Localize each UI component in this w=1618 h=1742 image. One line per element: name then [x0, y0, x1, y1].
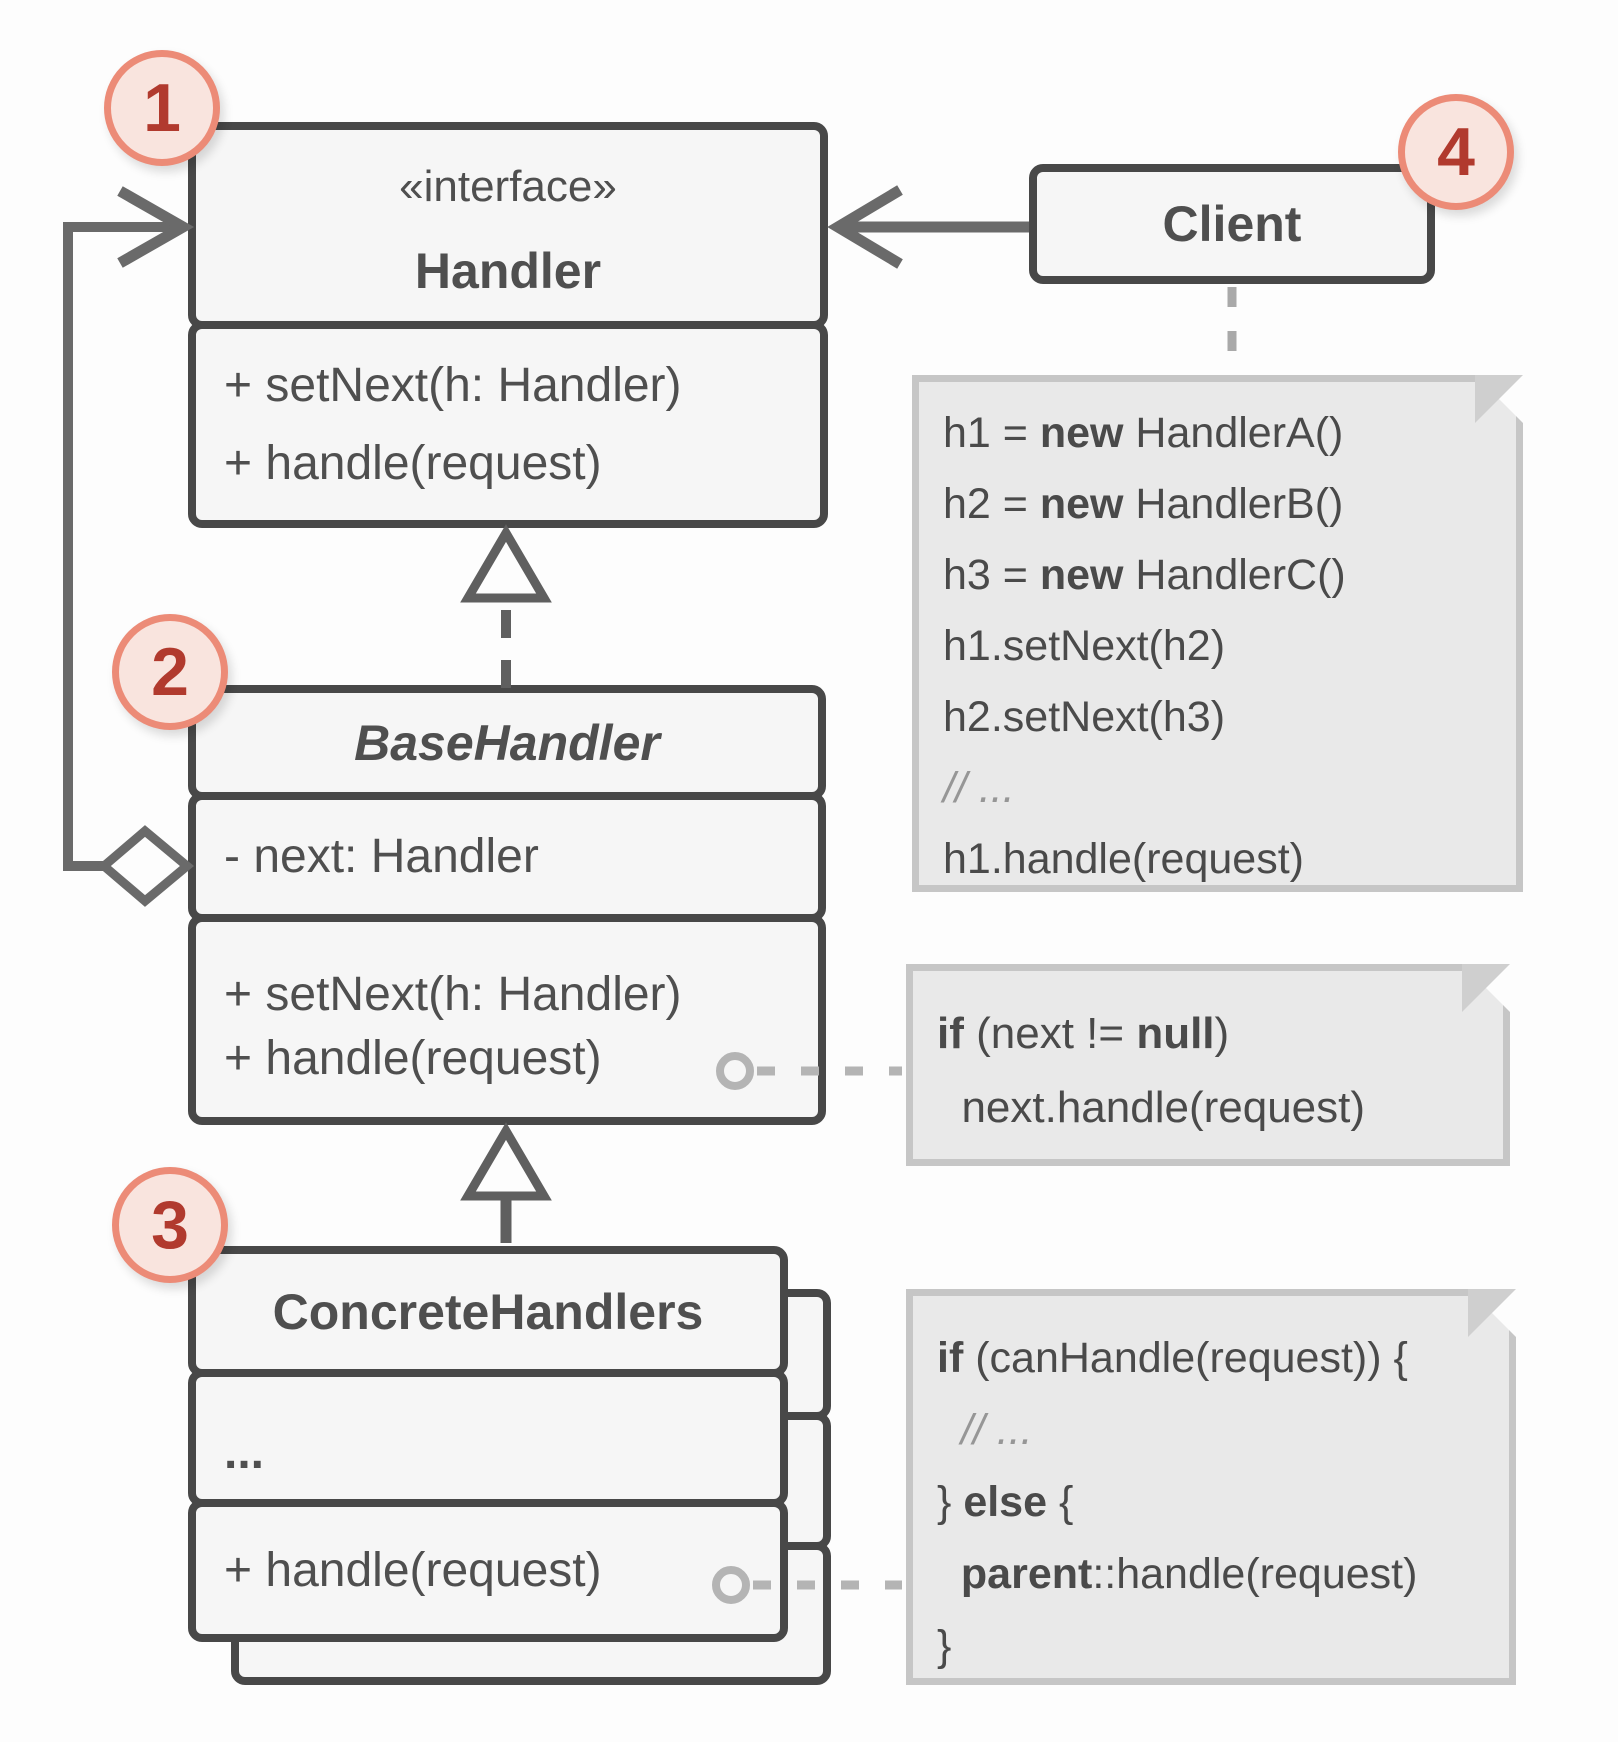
code-line: h2 = new HandlerB() — [943, 480, 1344, 528]
client-title-compartment: Client — [1029, 164, 1435, 284]
class-box-handler: «interface» Handler + setNext(h: Handler… — [188, 122, 828, 528]
aggregation-diamond-icon — [97, 825, 195, 907]
code-line: parent::handle(request) — [960, 1550, 1418, 1598]
class-box-basehandler: BaseHandler - next: Handler + setNext(h:… — [188, 685, 826, 1125]
concretehandlers-methods-compartment: + handle(request) — [188, 1499, 788, 1642]
inheritance-concretehandlers-basehandler — [460, 1122, 552, 1243]
handler-methods-compartment: + setNext(h: Handler) + handle(request) — [188, 321, 828, 528]
open-arrowhead-icon — [827, 185, 903, 269]
step-badge-2: 2 — [112, 614, 228, 730]
client-to-handler-arrow — [827, 185, 1029, 269]
code-line: h1.handle(request) — [943, 835, 1304, 883]
concretehandlers-ellipsis: ... — [224, 1426, 265, 1479]
handler-title-compartment: «interface» Handler — [188, 122, 828, 329]
class-box-concretehandlers: ConcreteHandlers ... + handle(request) — [188, 1246, 788, 1642]
basehandler-title-compartment: BaseHandler — [188, 685, 826, 800]
handler-method-setnext: + setNext(h: Handler) — [224, 358, 682, 412]
code-line: if (canHandle(request)) { — [937, 1334, 1408, 1382]
code-line: if (next != null) — [937, 1009, 1230, 1058]
concretehandlers-method-handle: + handle(request) — [224, 1543, 602, 1597]
basehandler-class-name: BaseHandler — [354, 714, 660, 771]
realization-basehandler-handler — [460, 524, 552, 688]
basehandler-method-handle: + handle(request) — [224, 1031, 602, 1085]
concretehandlers-attributes-compartment: ... — [188, 1369, 788, 1507]
basehandler-attr-next: - next: Handler — [224, 830, 539, 883]
code-line: h2.setNext(h3) — [943, 693, 1226, 741]
basehandler-method-setnext: + setNext(h: Handler) — [224, 967, 682, 1021]
open-arrowhead-icon — [117, 186, 195, 268]
hollow-triangle-icon — [460, 1122, 552, 1201]
code-line: h1.setNext(h2) — [943, 622, 1226, 670]
hollow-triangle-icon — [460, 524, 552, 603]
basehandler-methods-compartment: + setNext(h: Handler) + handle(request) — [188, 914, 826, 1125]
note-basehandler-handle-code: if (next != null) next.handle(request) — [906, 964, 1510, 1166]
class-box-client: Client — [1029, 164, 1435, 284]
handler-method-handle: + handle(request) — [224, 436, 602, 490]
step-badge-3: 3 — [112, 1167, 228, 1283]
code-line: h1 = new HandlerA() — [943, 409, 1344, 457]
code-line: } — [937, 1622, 952, 1670]
concretehandlers-class-name: ConcreteHandlers — [272, 1283, 704, 1340]
basehandler-attributes-compartment: - next: Handler — [188, 792, 826, 922]
aggregation-connector — [63, 186, 195, 907]
code-line: // ... — [943, 764, 1015, 812]
concretehandlers-title-compartment: ConcreteHandlers — [188, 1246, 788, 1377]
step-badge-1: 1 — [104, 50, 220, 166]
step-badge-4: 4 — [1398, 94, 1514, 210]
code-line: // ... — [960, 1406, 1033, 1454]
handler-class-name: Handler — [414, 242, 602, 299]
code-line: next.handle(request) — [937, 1083, 1366, 1132]
handler-stereotype: «interface» — [399, 161, 617, 211]
code-line: } else { — [937, 1478, 1074, 1526]
note-client-code: h1 = new HandlerA() h2 = new HandlerB() … — [912, 375, 1523, 892]
code-line: h3 = new HandlerC() — [943, 551, 1346, 599]
note-concretehandlers-handle-code: if (canHandle(request)) { // ... } else … — [906, 1289, 1516, 1685]
client-class-name: Client — [1162, 196, 1302, 252]
